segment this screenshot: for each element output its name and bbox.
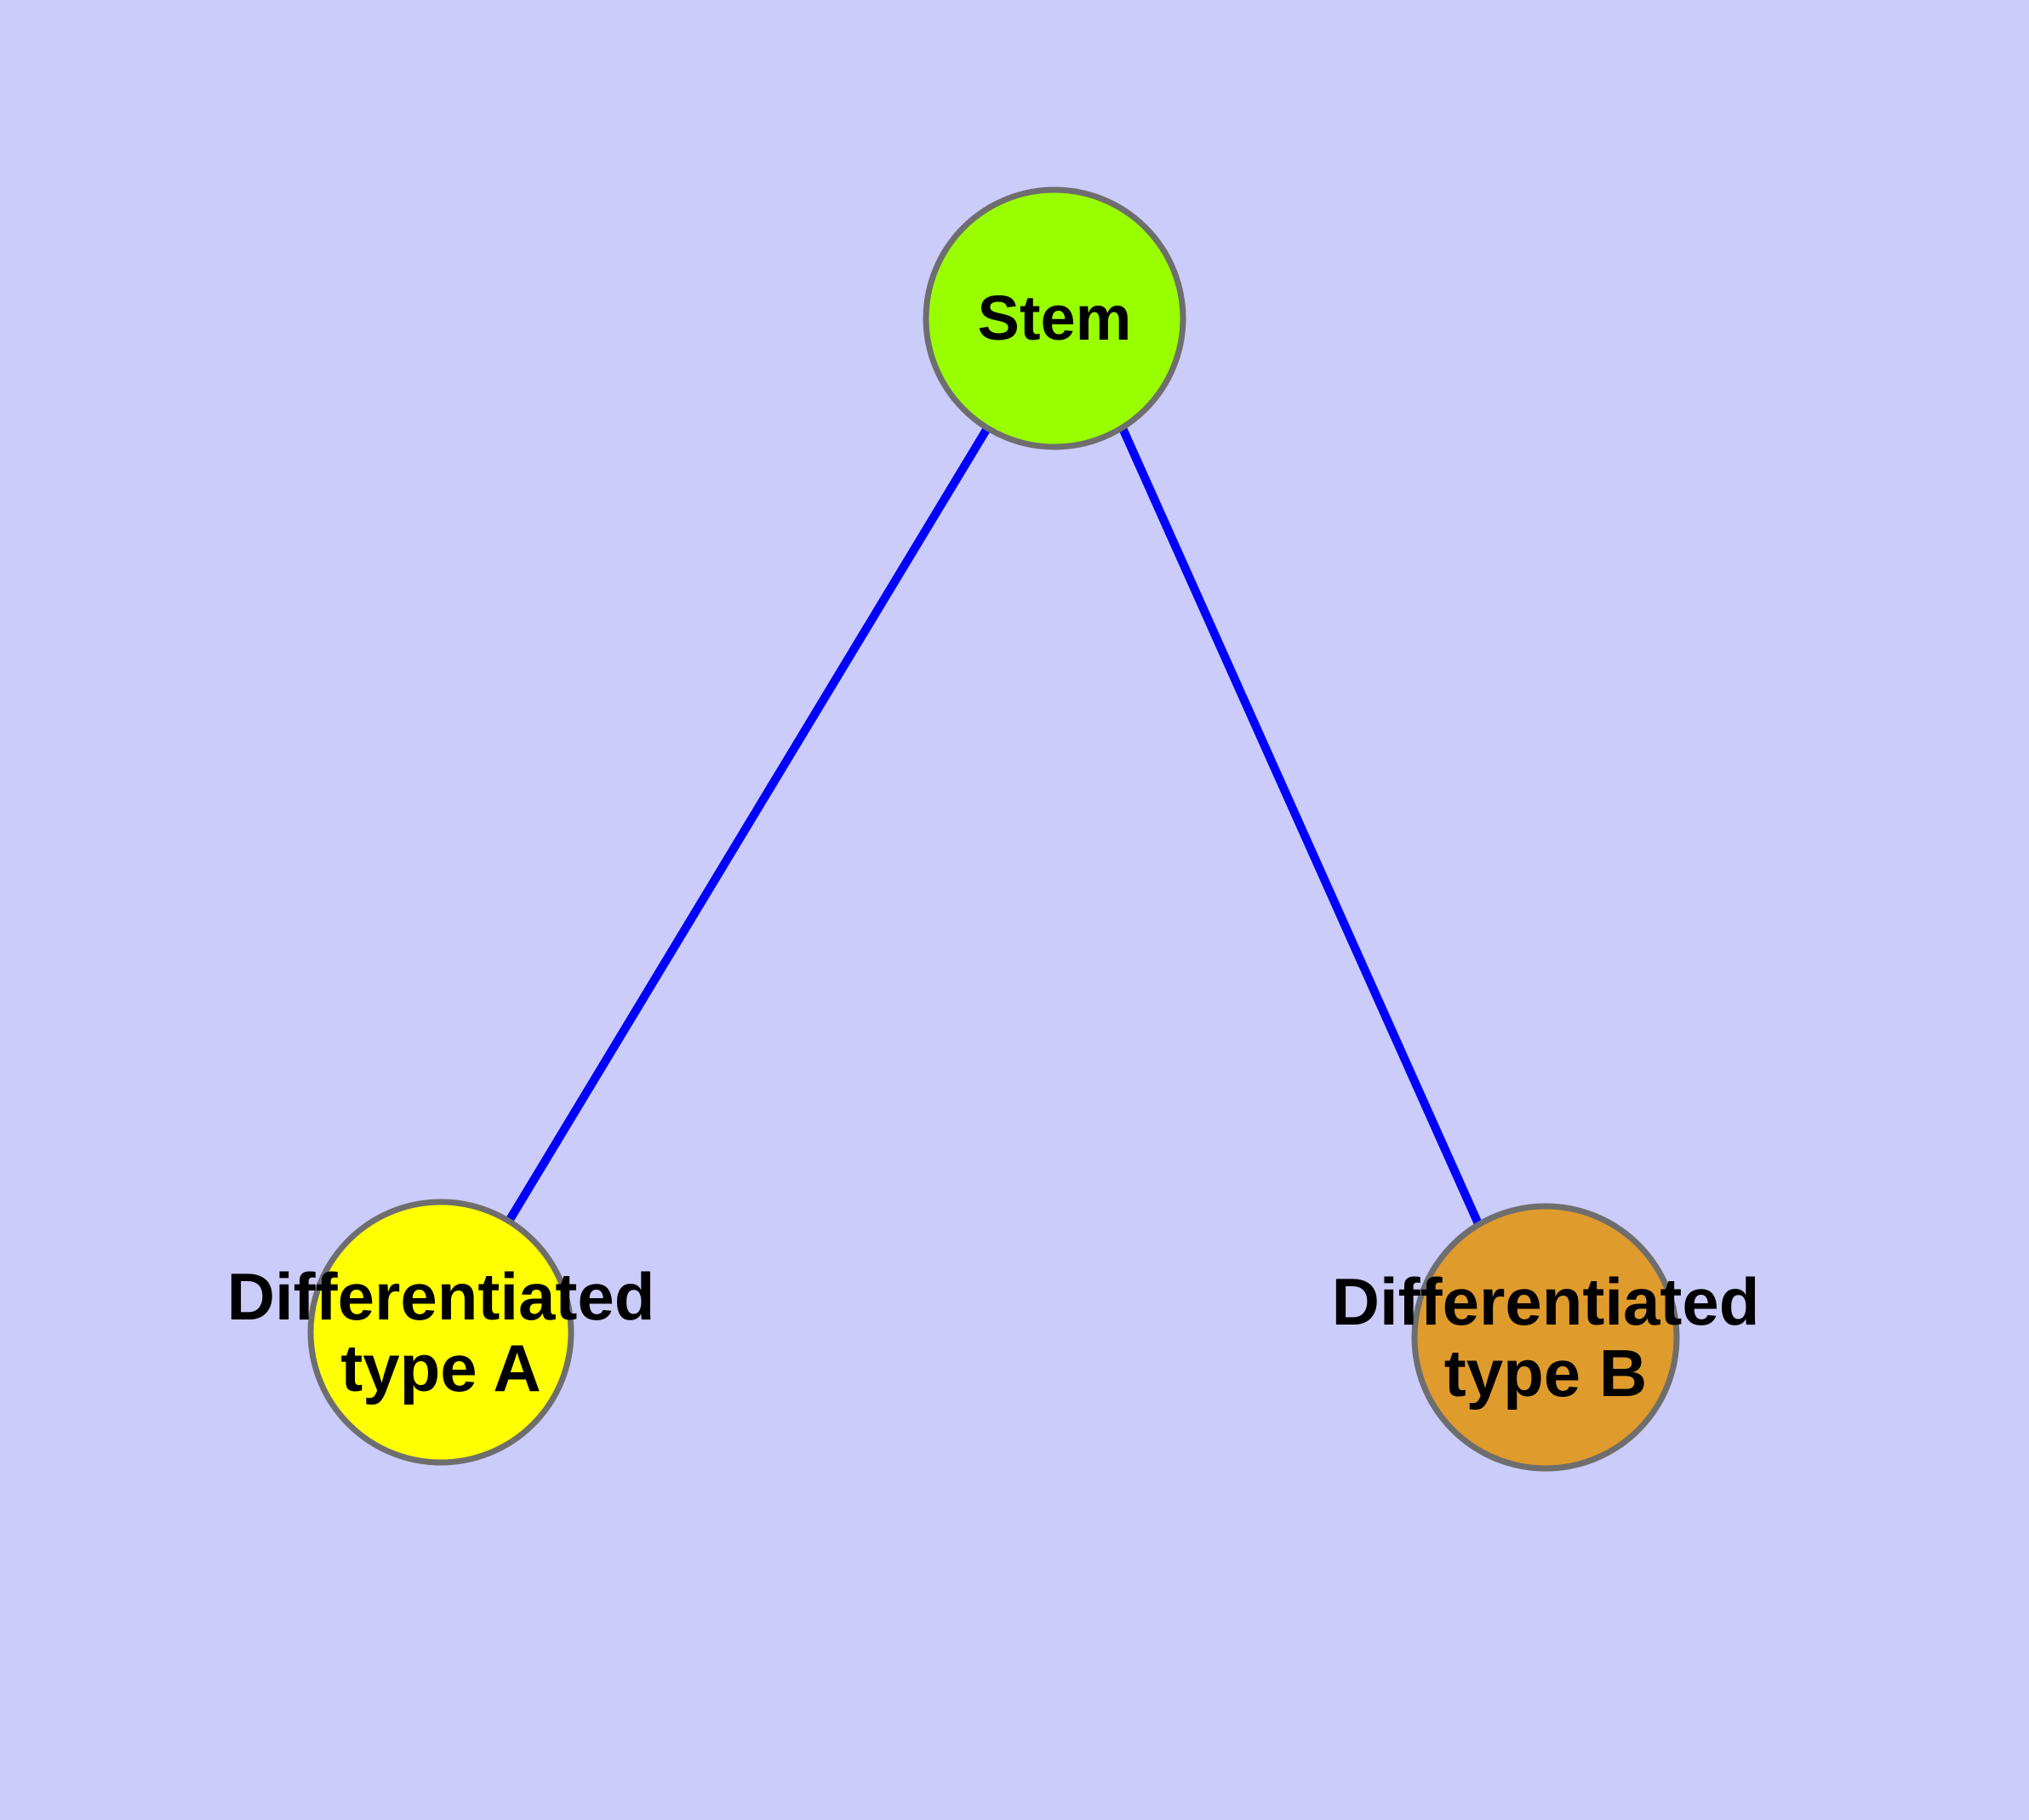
- graph-edge-stem-to-b[interactable]: [1118, 426, 1483, 1228]
- nodes-layer: [307, 186, 1680, 1472]
- graph-node-stem[interactable]: [923, 186, 1186, 450]
- graph-node-diff_b[interactable]: [1411, 1203, 1680, 1472]
- graph-node-diff_a[interactable]: [307, 1199, 574, 1466]
- graph-edge-stem-to-a[interactable]: [504, 426, 992, 1225]
- edges-layer: [504, 426, 1483, 1228]
